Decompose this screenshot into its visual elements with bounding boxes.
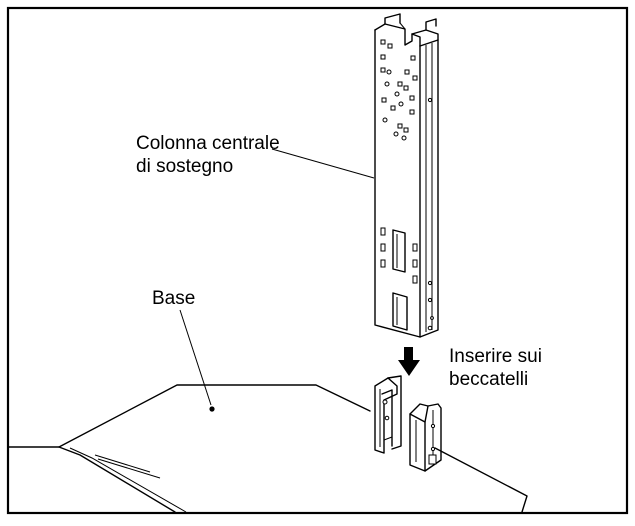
base-label: Base [152,288,196,309]
column-label-line1: Colonna centrale [136,133,280,154]
insert-label-line1: Inserire sui [449,346,542,367]
insert-label-line2: beccatelli [449,369,529,390]
base-dot [209,406,215,412]
right-bracket [409,403,442,472]
column-label-line2: di sostegno [136,156,234,177]
base-leader-line [179,309,212,406]
diagram-frame [6,6,629,515]
column-leader-line [271,148,375,179]
base-plate [8,384,528,513]
central-support-column [374,13,439,338]
column-label: Colonna centrale di sostegno [136,132,280,178]
insert-label: Inserire sui beccatelli [449,345,542,391]
arrow-down-icon [398,347,420,376]
left-bracket [374,375,402,454]
